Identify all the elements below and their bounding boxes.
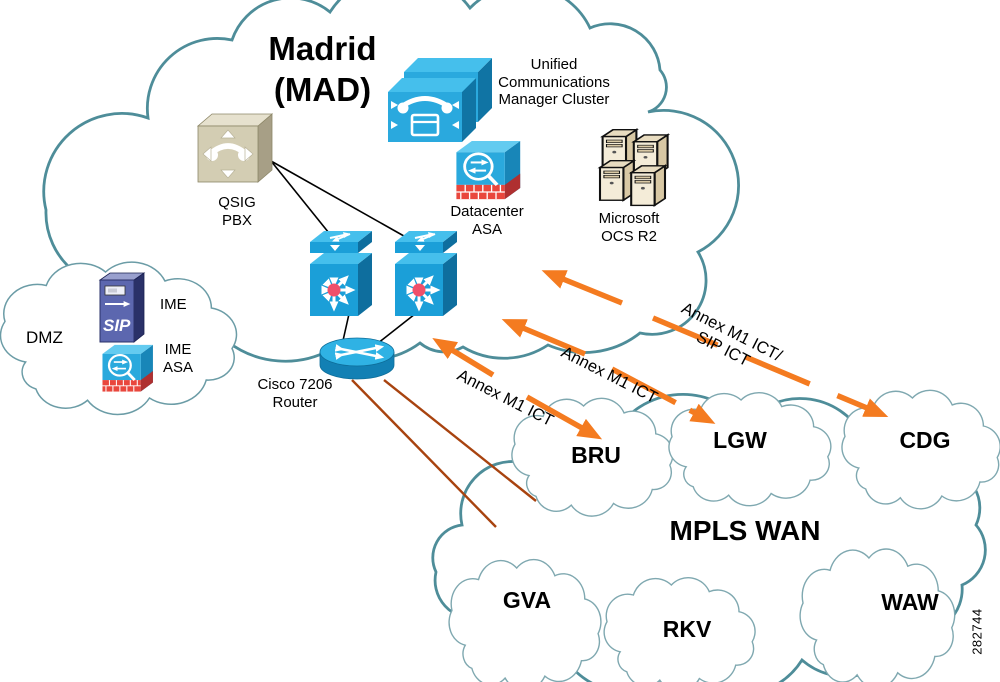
qsig-pbx-label: QSIG PBX	[218, 194, 256, 229]
ms-ocs-icon	[598, 128, 669, 207]
qsig-pbx-icon	[196, 113, 274, 183]
ime-label: IME	[160, 296, 187, 313]
switch-icon-2	[395, 231, 457, 316]
madrid-title-line1: Madrid	[268, 30, 377, 67]
madrid-title-line2: (MAD)	[273, 71, 372, 109]
arrow-cdg-down	[651, 315, 889, 417]
datacenter-asa-label: Datacenter ASA	[450, 203, 524, 238]
arrow-cdg-up	[541, 270, 624, 306]
link-pbx-switch1	[270, 160, 338, 244]
trunk-line-1	[351, 379, 497, 528]
ime-sip-text: SIP	[103, 316, 131, 335]
ime-asa-label: IME ASA	[162, 341, 193, 376]
switch-icon-1	[310, 231, 372, 316]
ucm-cluster-icon	[388, 58, 492, 142]
ime-icon: SIP	[98, 272, 146, 343]
ms-ocs-label: Microsoft OCS R2	[598, 210, 660, 245]
trunk-line-2	[383, 379, 537, 502]
site-label-bru: BRU	[571, 442, 621, 468]
router-icon	[319, 337, 395, 380]
link-pbx-switch2	[270, 160, 412, 241]
ict-arrows	[432, 270, 889, 440]
arrow-lgw-up	[501, 319, 587, 357]
site-label-waw: WAW	[881, 589, 939, 615]
dmz-label: DMZ	[26, 328, 63, 347]
site-label-cdg: CDG	[899, 427, 951, 453]
site-label-gva: GVA	[502, 587, 552, 613]
figure-number-watermark: 282744	[969, 608, 985, 655]
mpls-wan-label: MPLS WAN	[669, 515, 821, 546]
datacenter-asa-icon	[456, 141, 520, 199]
ime-asa-icon	[102, 345, 152, 392]
arrow-lgw-down	[610, 366, 716, 424]
router-wan-trunks	[351, 379, 537, 528]
arrow-bru-up	[432, 337, 495, 378]
arrow-bru-down	[525, 394, 603, 440]
router-label: Cisco 7206 Router	[257, 376, 333, 411]
ucm-label: Unified Communications Manager Cluster	[498, 56, 610, 109]
site-label-rkv: RKV	[662, 616, 712, 642]
site-label-lgw: LGW	[713, 427, 767, 453]
madrid-title: Madrid (MAD)	[210, 28, 435, 111]
